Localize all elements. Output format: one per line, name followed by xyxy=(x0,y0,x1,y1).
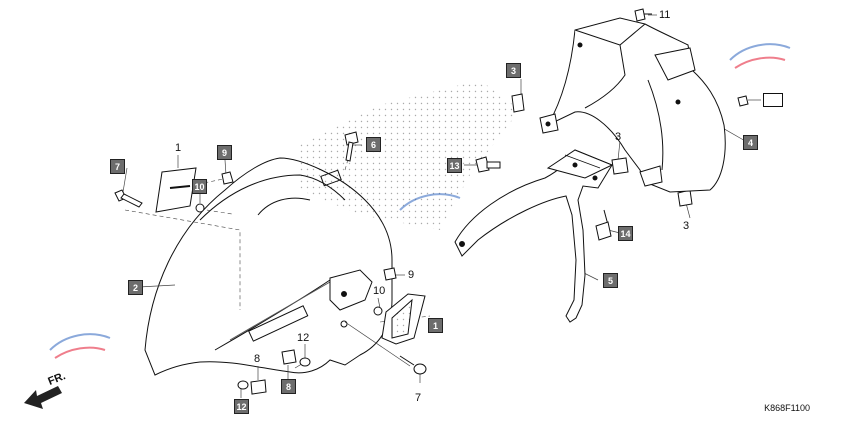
bolt-right xyxy=(737,95,749,107)
inner-fender xyxy=(539,17,726,193)
dotted-wing-watermark xyxy=(300,80,520,230)
callout-9-clip-left: 9 xyxy=(217,145,232,160)
callout-12-washer-boxed: 12 xyxy=(234,399,249,414)
callout-3-collar-right: 3 xyxy=(683,220,690,232)
bolt-13 xyxy=(475,156,501,173)
leader-lines xyxy=(122,14,761,398)
callout-9-clip-right: 9 xyxy=(408,269,415,281)
front-fender xyxy=(144,157,393,376)
callout-1-reflector-left: 1 xyxy=(175,142,182,154)
bolt-left xyxy=(114,189,143,208)
callout-12-washer: 12 xyxy=(297,332,310,344)
bolt-top xyxy=(344,131,359,162)
bolt-14 xyxy=(595,209,612,241)
callout-10-washer-left: 10 xyxy=(192,179,207,194)
callout-11-bolt: 11 xyxy=(659,9,671,21)
callout-5-fender-stay: 5 xyxy=(603,273,618,288)
collars xyxy=(511,93,693,207)
callout-4-inner-fender: 4 xyxy=(743,135,758,150)
front-direction-arrow xyxy=(24,386,62,409)
watermark-logo xyxy=(49,43,791,359)
callout-13-bolt: 13 xyxy=(447,158,462,173)
reflector-left xyxy=(155,167,197,213)
diagram-code: K868F1100 xyxy=(764,403,810,413)
fender-stay xyxy=(454,149,614,323)
reflector-right xyxy=(381,293,426,345)
callout-6-bolt-top: 6 xyxy=(366,137,381,152)
callout-7-screw-bottom: 7 xyxy=(415,392,422,404)
callout-8-nut: 8 xyxy=(254,353,261,365)
callout-1-reflector-right: 1 xyxy=(428,318,443,333)
callout-14-bolt: 14 xyxy=(618,226,633,241)
callout-7-bolt-left: 7 xyxy=(110,159,125,174)
callout-2-front-fender: 2 xyxy=(128,280,143,295)
hardware-small xyxy=(195,171,397,395)
callout-8-nut-boxed: 8 xyxy=(281,379,296,394)
callout-empty-box xyxy=(763,93,783,107)
screw-bottom xyxy=(399,355,427,375)
bolt-11 xyxy=(634,8,652,22)
callout-10-washer-right: 10 xyxy=(373,285,386,297)
callout-3-collar-top: 3 xyxy=(506,63,521,78)
callout-3-collar-mid: 3 xyxy=(615,131,622,143)
